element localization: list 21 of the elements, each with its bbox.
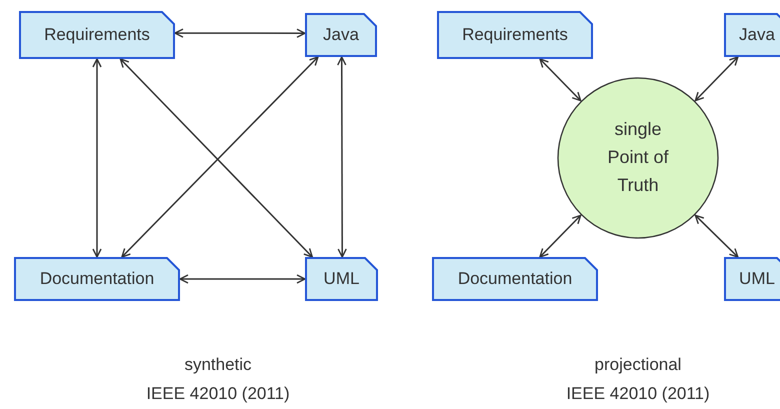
caption-text: IEEE 42010 (2011) — [145, 384, 291, 404]
double-arrow — [92, 58, 102, 258]
node-label: Requirements — [462, 24, 568, 46]
node-label: Documentation — [458, 268, 572, 290]
caption-text: synthetic — [183, 355, 253, 375]
caption-text: IEEE 42010 (2011) — [565, 384, 711, 404]
double-arrow — [174, 28, 306, 38]
node-label: Requirements — [44, 24, 150, 46]
double-arrow — [337, 56, 347, 258]
caption-text: projectional — [594, 355, 682, 375]
node-label: Java — [739, 24, 775, 46]
node-label: Java — [323, 24, 359, 46]
double-arrow — [539, 58, 582, 102]
double-arrow — [539, 214, 582, 258]
double-arrow — [694, 214, 739, 258]
node-label: UML — [324, 268, 360, 290]
node-label: UML — [739, 268, 775, 290]
double-arrow — [694, 56, 739, 102]
node-label: single Point of Truth — [606, 118, 670, 197]
node-label: Documentation — [40, 268, 154, 290]
double-arrow — [179, 274, 306, 284]
